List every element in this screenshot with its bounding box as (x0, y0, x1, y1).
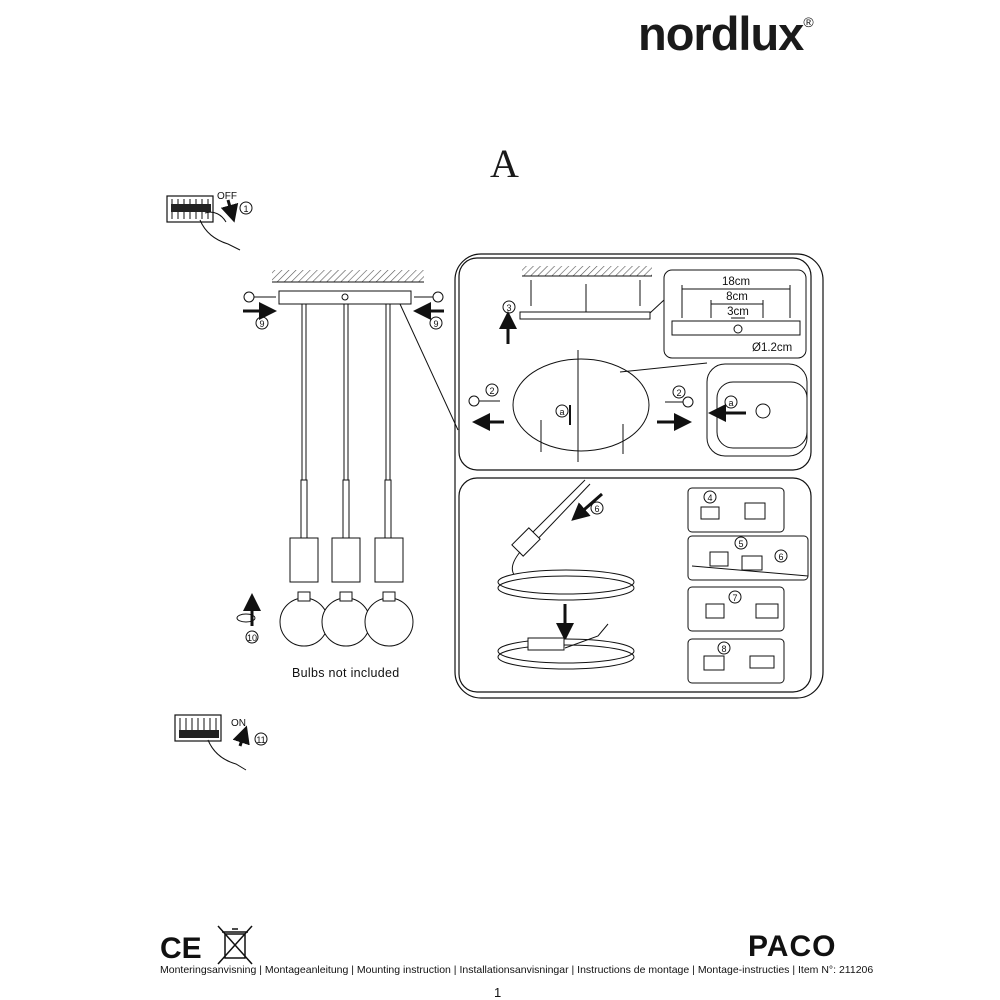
footer-lang-1: Montageanleitung (264, 964, 349, 976)
footer-lang-4: Instructions de montage (577, 964, 690, 976)
ce-mark: CE (160, 932, 202, 965)
step-4-label: 4 (707, 493, 712, 503)
marker-a-detail: a (728, 398, 733, 408)
step-1-label: 1 (243, 204, 248, 214)
step-7-label: 7 (732, 593, 737, 603)
detail-frame (454, 253, 824, 699)
switch-off-illustration: 1 OFF (166, 191, 253, 251)
dimension-18cm: 18cm (722, 276, 750, 288)
side-screw-left (243, 291, 277, 330)
step-6-detail-label: 6 (778, 552, 783, 562)
footer-lang-0: Monteringsanvisning (160, 964, 257, 976)
off-label: OFF (217, 191, 237, 202)
bracket-dimension-callout (649, 269, 807, 359)
lamp-holders (289, 537, 404, 583)
step-3-label: 3 (506, 303, 511, 313)
brand-name: nordlux (638, 7, 804, 60)
lamp-overview: 9 9 (236, 270, 459, 647)
footer-lang-3: Installationsanvisningar (459, 964, 569, 976)
step-5-label: 5 (738, 539, 743, 549)
registered-mark: ® (803, 14, 813, 31)
step-9-left-label: 9 (259, 319, 264, 329)
marker-a-canopy: a (559, 407, 564, 417)
crossed-out-bin-icon (217, 925, 253, 965)
mounting-panel (458, 257, 812, 471)
section-letter: A (490, 141, 519, 186)
pendant-cables (300, 303, 392, 539)
step-8-label: 8 (721, 644, 726, 654)
step-6-main-label: 6 (594, 504, 599, 514)
wiring-panel (458, 477, 812, 693)
page-number: 1 (494, 985, 502, 1000)
footer-lang-2: Mounting instruction (356, 964, 451, 976)
dimension-3cm: 3cm (727, 306, 749, 318)
bulbs-not-included-note: Bulbs not included (292, 666, 400, 680)
side-screw-right (413, 291, 444, 330)
brand-logo: nordlux® (638, 6, 814, 61)
step-9-right-label: 9 (433, 319, 438, 329)
step-10-label: 10 (247, 633, 257, 643)
dimension-8cm: 8cm (726, 291, 748, 303)
footer-languages: Monteringsanvisning | Montageanleitung |… (160, 964, 874, 976)
light-bulbs (279, 591, 414, 647)
terminal-steps (687, 487, 809, 684)
footer-lang-5: Montage-instructies (697, 964, 790, 976)
cable-connection-illustration (497, 479, 635, 670)
bracket-mounting (499, 266, 652, 344)
on-label: ON (231, 718, 246, 729)
ce-text: CE (160, 932, 202, 965)
dimension-hole: Ø1.2cm (752, 342, 792, 354)
product-name: PACO (748, 930, 837, 963)
item-label: Item N°: (798, 964, 837, 976)
step-2-left-label: 2 (489, 386, 494, 396)
switch-on-illustration: 11 ON (174, 714, 268, 771)
step-11-label: 11 (256, 735, 265, 745)
item-number: 211206 (838, 964, 874, 976)
step-2-right-label: 2 (676, 388, 681, 398)
canopy-illustration (468, 350, 808, 462)
